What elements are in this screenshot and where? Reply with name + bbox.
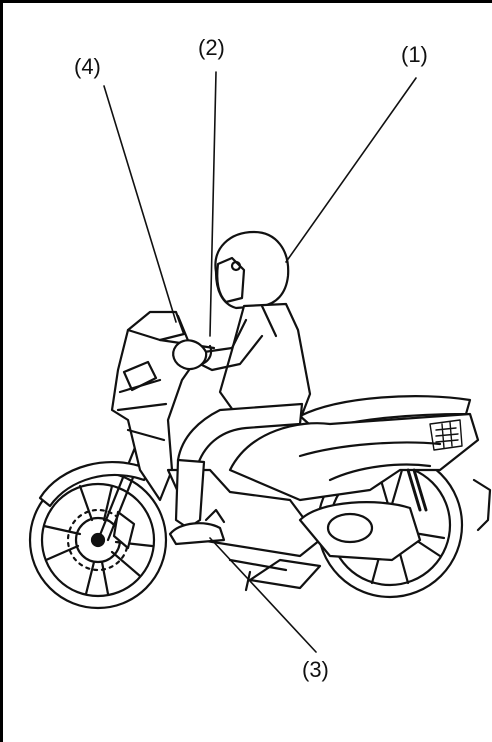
- callout-label-2: (2): [198, 37, 225, 59]
- callout-label-1: (1): [401, 44, 428, 66]
- callout-label-4: (4): [74, 56, 101, 78]
- callout-label-3: (3): [302, 659, 329, 681]
